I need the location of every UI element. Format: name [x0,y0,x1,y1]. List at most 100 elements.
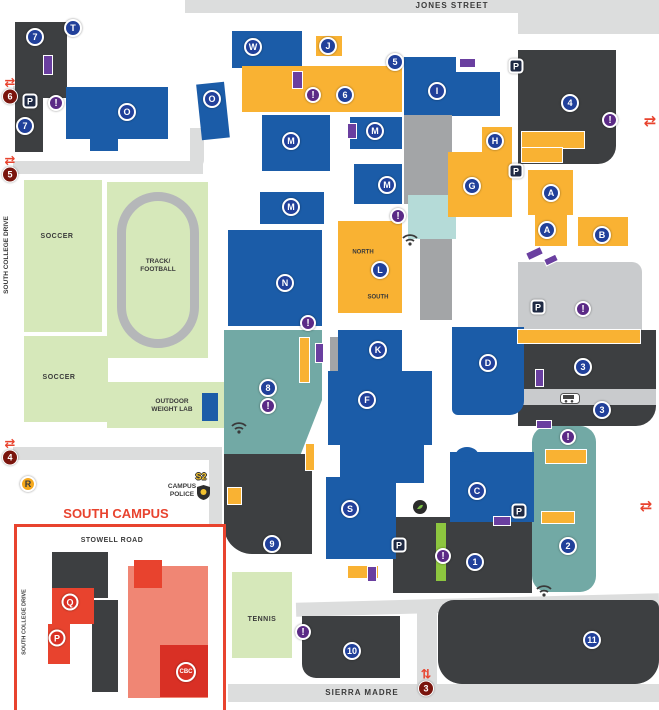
building-s [326,477,396,559]
building-f-south [340,443,424,483]
south-campus-q-marker: Q [61,593,79,611]
info-marker-8: ! [560,429,576,445]
s2-label: S2 [195,471,207,482]
building-m-marker: M [282,132,300,150]
info-marker-5: ! [575,301,591,317]
building-g-marker: G [463,177,481,195]
sierra-madre-label: SIERRA MADRE [325,688,399,698]
building-w-marker: W [244,38,262,56]
building-w [232,31,302,68]
parking-marker-2: P [508,58,524,74]
road-sierra-madre [228,684,659,702]
building-l [338,221,402,313]
south-college-drive-label: SOUTH COLLEGE DRIVE [3,216,11,294]
building-6 [242,66,402,112]
parking-marker-3: P [508,163,524,179]
south-campus-cbc-marker: CBC [176,662,196,682]
building-f-marker: F [358,391,376,409]
building-5-marker: 5 [386,53,404,71]
building-l-north-label: NORTH [352,249,374,256]
purple-strip-2 [292,71,303,89]
orange-structure-zone2-1 [545,449,587,464]
building-c-annex [456,447,478,462]
building-n [228,230,322,326]
building-o-tab [90,139,118,151]
tennis-label: TENNIS [247,615,277,623]
entrance-number-badge: 4 [2,449,18,466]
lot-11 [438,600,659,684]
entrance-arrows-icon: ⇄ [4,75,16,91]
entrance-arrows-icon: ⇅ [420,667,432,683]
bus-lane [518,389,656,405]
building-o-marker: O [118,103,136,121]
entrance-number-badge: 3 [418,680,434,697]
building-b-marker: B [593,226,611,244]
orange-structure-zone2-2 [541,511,575,524]
r-marker: R [20,476,36,492]
orange-structure-b4-1 [521,131,585,149]
wifi-icon [231,421,247,439]
road-entrance-4 [13,447,215,460]
building-h-marker: H [486,132,504,150]
purple-strip-4 [347,123,357,139]
parking-marker-6: P [391,537,407,553]
purple-strip-5 [525,245,544,262]
police-badge-icon [197,485,210,505]
orange-structure-b4-2 [521,147,563,163]
lot-3-marker: 3 [574,358,592,376]
entrance-5: ⇄5 [2,155,18,183]
building-l-south-label: SOUTH [367,294,389,301]
entrance-3: ⇅3 [418,667,434,697]
lot-3-marker-2: 3 [593,401,611,419]
parking-marker-1: P [22,93,38,109]
building-m-marker-3: M [378,176,396,194]
inset-south-college-drive-label: SOUTH COLLEGE DRIVE [21,589,28,655]
south-campus-title: SOUTH CAMPUS [63,506,169,522]
building-s-marker: S [341,500,359,518]
building-7-marker-2: 7 [16,117,34,135]
info-marker-3: ! [602,112,618,128]
building-c-marker: C [468,482,486,500]
building-4-marker: 4 [561,94,579,112]
building-l-marker: L [371,261,389,279]
purple-strip-3 [459,58,476,68]
weight-lab-building [202,393,218,421]
weight-lab-line1: OUTDOOR [155,398,189,406]
campus-police-line2: POLICE [169,491,195,498]
lot-9-marker: 9 [263,535,281,553]
lot-10-marker: 10 [343,642,361,660]
bus-icon [560,391,580,409]
parking-marker-5: P [511,503,527,519]
zone-2-marker: 2 [559,537,577,555]
inset-gray-building-2 [92,600,118,692]
purple-strip-1 [43,55,53,75]
building-6-marker: 6 [336,86,354,104]
building-j-marker: J [319,37,337,55]
track-label-line1: TRACK/ [145,258,171,266]
building-o-marker-2: O [203,90,221,108]
info-marker-7: ! [260,398,276,414]
purple-strip-8 [535,369,544,387]
soccer-field-bottom [24,336,108,422]
building-k-marker: K [369,341,387,359]
eco-icon [413,500,427,519]
purple-strip-11 [367,566,377,582]
building-i-marker: I [428,82,446,100]
info-marker-4: ! [390,208,406,224]
jones-street-label: JONES STREET [415,1,489,11]
inset-building-red-annex [134,560,162,588]
orange-structure-zone8-2 [305,443,315,471]
building-d-marker: D [479,354,497,372]
campus-police-label: CAMPUS POLICE [168,483,196,499]
building-i-east [452,72,500,116]
purple-strip-7 [315,343,324,363]
orange-structure-lot9 [227,487,242,505]
tennis-courts [232,572,292,658]
road-exit-arrows-icon: ⇄ [643,112,657,130]
orange-structure-lot3 [517,329,641,344]
soccer-field-top [24,180,102,332]
south-campus-p-marker: P [48,629,66,647]
building-o [66,87,168,139]
road-exit-arrows-icon: ⇄ [639,497,653,515]
